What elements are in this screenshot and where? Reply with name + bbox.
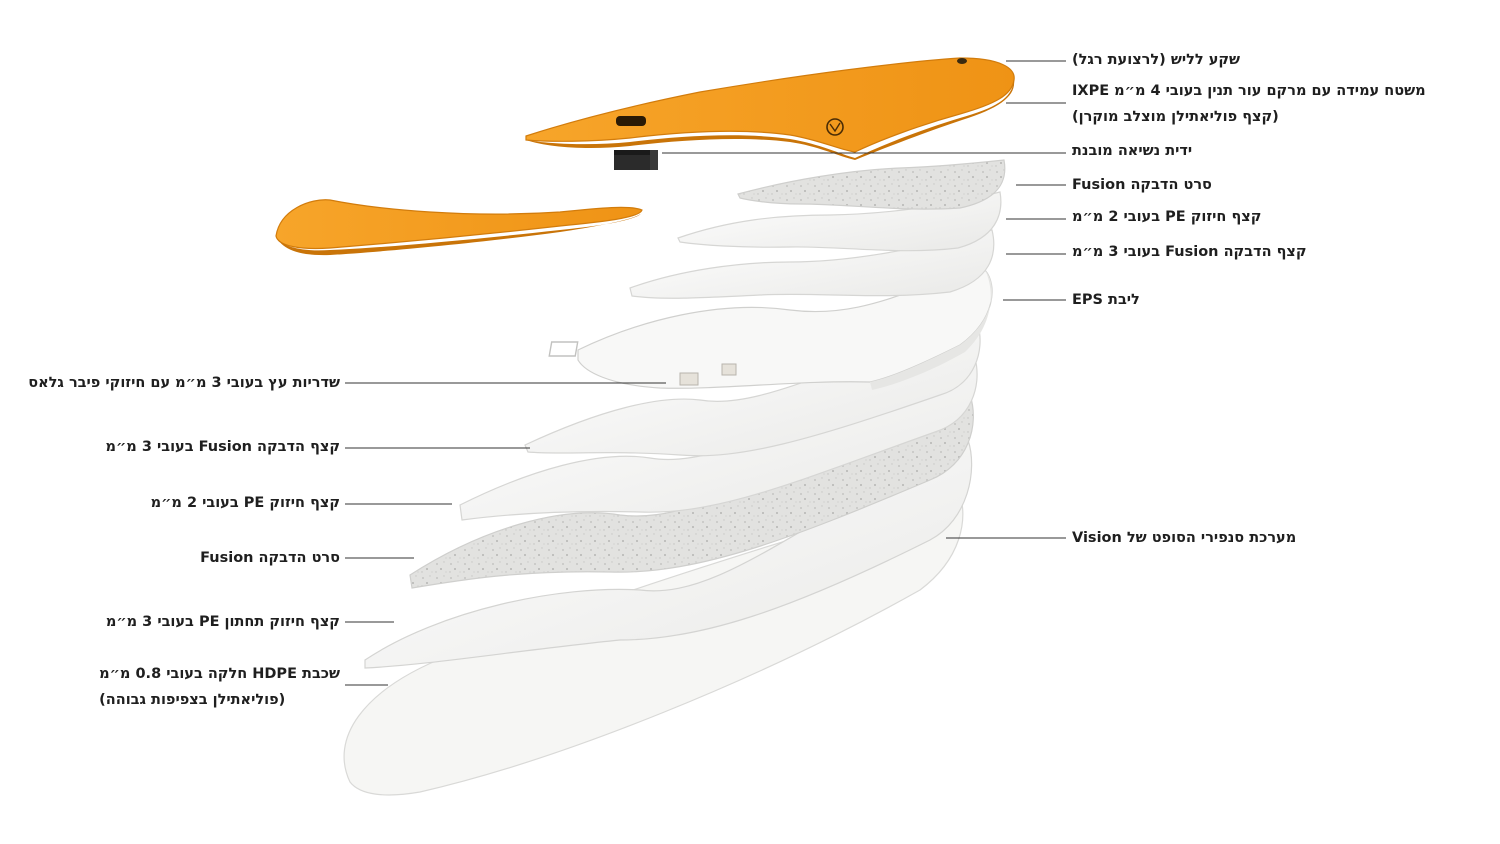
label-fusion-tape-upper: סרט הדבקה Fusion (1072, 177, 1212, 193)
orange-tail-pad (275, 199, 643, 256)
label-fusion-foam-3mm-upper: קצף הדבקה Fusion בעובי 3 מ״מ (1072, 244, 1307, 260)
leader-lines-right (662, 60, 1066, 539)
label-vision-fin-system: מערכת סנפירי הסופט של Vision (1072, 530, 1297, 546)
label-fusion-tape-lower: סרט הדבקה Fusion (200, 550, 340, 566)
label-leash-plug: שקע לליש (לרצועת רגל) (1072, 52, 1241, 68)
fusion-tape-upper-layer (737, 159, 1006, 210)
label-carry-handle: ידית נשיאה מובנת (1072, 143, 1193, 159)
label-ixpe-deck: משטח עמידה עם מרקם עור תנין בעובי 4 מ״מ … (1072, 83, 1426, 125)
pe-2mm-lower-layer (459, 357, 978, 521)
label-pe-bottom-3mm: קצף חיזוק תחתון PE בעובי 3 מ״מ (105, 614, 340, 630)
label-pe-2mm-lower: קצף חיזוק PE בעובי 2 מ״מ (150, 495, 340, 511)
leash-plug (957, 58, 967, 64)
pe-2mm-upper-layer (677, 191, 1002, 252)
fusion-foam-3mm-upper-layer (629, 229, 995, 299)
label-wood-stringers: שדריות עץ בעובי 3 מ״מ עם חיזוקי פיבר גלא… (28, 375, 340, 391)
label-fusion-foam-3mm-lower: קצף הדבקה Fusion בעובי 3 מ״מ (105, 439, 340, 455)
label-hdpe-skin: שכבת HDPE חלקה בעובי 0.8 מ״מ (פוליאתילן … (99, 666, 340, 708)
carry-handle-block (614, 150, 658, 170)
handle-slot (616, 116, 646, 126)
ixpe-deck-layer (525, 57, 1015, 160)
label-eps-core: ליבת EPS (1072, 292, 1140, 308)
leader-lines-left (345, 382, 666, 686)
pe-bottom-foam-layer (364, 439, 973, 669)
fusion-foam-3mm-lower-layer (524, 324, 981, 457)
vision-logo-icon (826, 118, 844, 136)
eps-core-layer (548, 269, 993, 390)
fusion-tape-lower-layer (409, 394, 974, 589)
label-pe-2mm-upper: קצף חיזוק PE בעובי 2 מ״מ (1072, 209, 1262, 225)
